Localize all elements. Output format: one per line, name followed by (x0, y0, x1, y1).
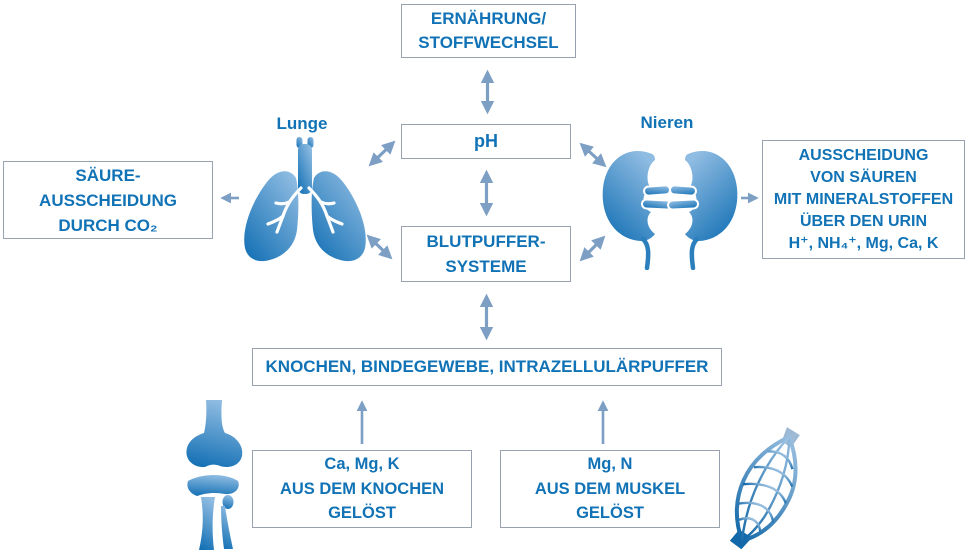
urine-line2: VON SÄUREN (810, 168, 917, 186)
buffer-line2: SYSTEME (445, 257, 527, 276)
urine-line4: ÜBER DEN URIN (799, 212, 928, 230)
arrow-ph-kidneys (579, 142, 607, 168)
blood-buffer-systems-box: BLUTPUFFER- SYSTEME (401, 226, 571, 282)
acid-line1: SÄURE- (75, 165, 141, 185)
urine-excretion-box: AUSSCHEIDUNG VON SÄUREN MIT MINERALSTOFF… (762, 140, 965, 259)
arrow-kidneys-bloodbuffer (579, 235, 606, 262)
lungs-icon (244, 137, 366, 262)
muscle-fiber-icon (729, 427, 800, 550)
frommuscle-line1: Mg, N (587, 455, 633, 474)
kidneys-icon (602, 142, 744, 270)
frombone-line2: AUS DEM KNOCHEN (279, 479, 445, 498)
acid-excretion-co2-box: SÄURE- AUSSCHEIDUNG DURCH CO₂ (3, 161, 213, 239)
bonebuffer-label: KNOCHEN, BINDEGEWEBE, INTRAZELLULÄRPUFFE… (265, 357, 709, 376)
nutrition-line2: STOFFWECHSEL (418, 33, 559, 52)
nutrition-metabolism-box: ERNÄHRUNG/ STOFFWECHSEL (401, 4, 576, 58)
lungs-label: Lunge (276, 114, 328, 133)
urine-line5: H⁺, NH₄⁺, Mg, Ca, K (788, 234, 939, 252)
bone-tissue-buffer-box: KNOCHEN, BINDEGEWEBE, INTRAZELLULÄRPUFFE… (252, 348, 722, 386)
acid-line2: AUSSCHEIDUNG (39, 190, 177, 210)
kidneys-label: Nieren (640, 113, 694, 132)
buffer-line1: BLUTPUFFER- (426, 232, 546, 251)
frombone-line3: GELÖST (328, 504, 396, 523)
released-from-muscle-box: Mg, N AUS DEM MUSKEL GELÖST (500, 450, 720, 528)
urine-line1: AUSSCHEIDUNG (798, 146, 929, 164)
frombone-line1: Ca, Mg, K (324, 455, 400, 474)
nutrition-line1: ERNÄHRUNG/ (430, 9, 547, 28)
arrow-lungs-bloodbuffer (366, 234, 393, 260)
arrow-ph-lungs (368, 140, 396, 167)
frommuscle-line3: GELÖST (576, 504, 644, 523)
ph-box: pH (401, 124, 571, 159)
acid-line3: DURCH CO₂ (58, 215, 158, 235)
released-from-bone-box: Ca, Mg, K AUS DEM KNOCHEN GELÖST (252, 450, 472, 528)
frommuscle-line2: AUS DEM MUSKEL (534, 479, 686, 498)
urine-line3: MIT MINERALSTOFFEN (773, 190, 954, 208)
knee-joint-bone-icon (186, 400, 243, 550)
ph-label: pH (474, 131, 498, 151)
